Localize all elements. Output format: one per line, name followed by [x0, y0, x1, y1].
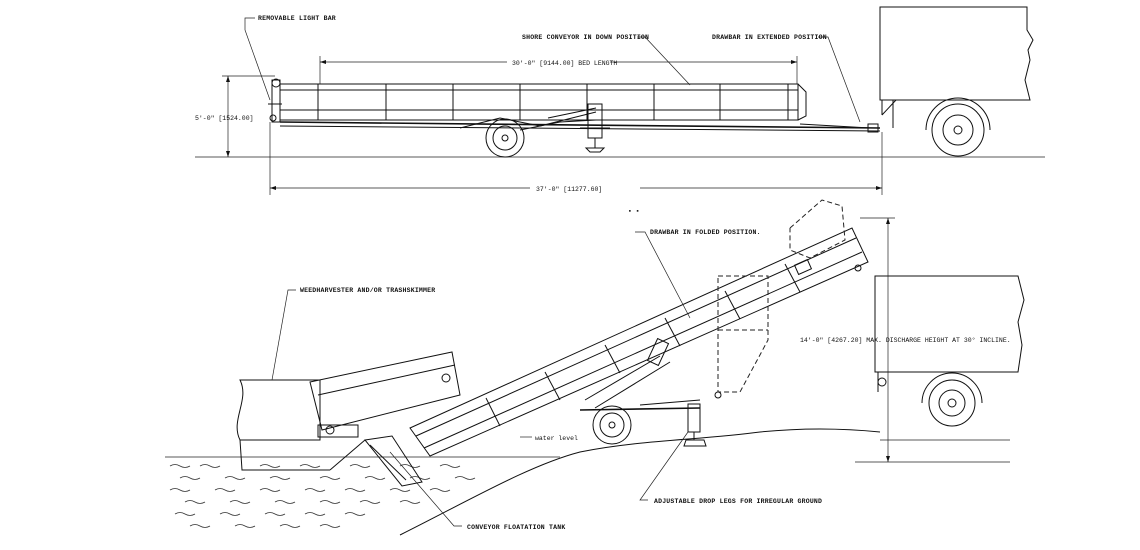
light-bar-icon — [268, 78, 282, 123]
label-drop-legs: ADJUSTABLE DROP LEGS FOR IRREGULAR GROUN… — [654, 498, 822, 505]
label-shore-conveyor-down: SHORE CONVEYOR IN DOWN POSITION — [522, 34, 649, 41]
height-dimension — [222, 75, 275, 157]
tow-truck-bottom — [874, 275, 1025, 427]
discharge-height-dimension — [860, 217, 895, 462]
side-elevation-down-position: 5'-0" [1524.00] 30'-0" [9144.00] BED LEN… — [195, 6, 1045, 195]
svg-text:▪ ▪: ▪ ▪ — [628, 208, 640, 215]
leader-weedharvester — [271, 289, 296, 381]
leader-shore-conveyor — [637, 36, 691, 86]
frame-rail-top — [279, 121, 881, 129]
leader-light-bar — [244, 17, 271, 101]
label-weedharvester: WEEDHARVESTER AND/OR TRASHSKIMMER — [300, 287, 435, 294]
label-removable-light-bar: REMOVABLE LIGHT BAR — [258, 15, 336, 22]
height-dimension-text: 5'-0" [1524.00] — [195, 115, 254, 122]
leader-drawbar-folded — [635, 231, 691, 319]
overall-length-dimension — [269, 122, 883, 195]
drawbar-folded-dashed — [714, 275, 769, 399]
drawbar-extended — [799, 123, 871, 129]
leader-floatation-tank — [389, 451, 462, 527]
bed-length-dimension — [319, 56, 798, 84]
water-hatching — [169, 464, 476, 528]
trailer-wheel-bottom — [592, 405, 632, 445]
weed-harvester-icon — [236, 351, 461, 471]
bed-length-text: 30'-0" [9144.00] BED LENGTH — [512, 60, 617, 67]
label-drawbar-folded: DRAWBAR IN FOLDED POSITION. — [650, 229, 761, 236]
trailer-wheel-top — [485, 118, 525, 158]
label-water-level: water level — [535, 435, 578, 442]
jack-stand-top — [580, 103, 610, 153]
leader-drawbar-extended — [818, 36, 861, 123]
side-elevation-inclined-position: 14'-0" [4267.20] MAX. DISCHARGE HEIGHT A… — [165, 199, 1025, 536]
floatation-tank-icon — [364, 435, 423, 487]
tow-truck-top — [879, 6, 1034, 157]
undercarriage-inclined — [579, 337, 707, 447]
conveyor-bed-top — [279, 83, 807, 121]
shoreline-ground — [399, 428, 881, 536]
conveyor-bed-inclined — [409, 227, 869, 457]
light-bar-folded-dashed — [789, 199, 846, 259]
hitch-coupler-top — [867, 123, 879, 133]
label-floatation-tank: CONVEYOR FLOATATION TANK — [467, 524, 565, 531]
label-drawbar-extended: DRAWBAR IN EXTENDED POSITION — [712, 34, 827, 41]
discharge-height-text: 14'-0" [4267.20] MAX. DISCHARGE HEIGHT A… — [800, 336, 1011, 344]
overall-length-text: 37'-0" [11277.60] — [536, 186, 602, 193]
leader-drop-legs — [639, 431, 689, 501]
